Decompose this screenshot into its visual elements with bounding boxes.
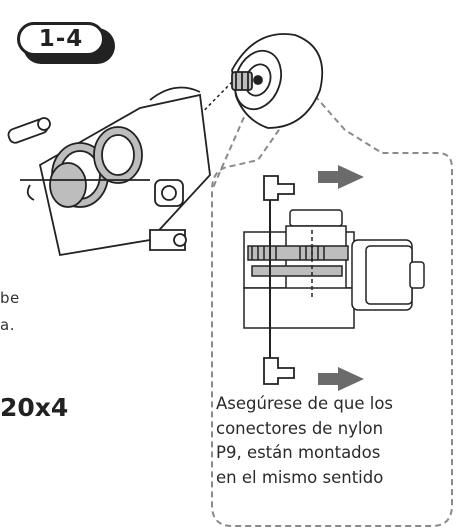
motor-icon [231, 33, 324, 129]
left-text-line-2: a. [0, 316, 15, 334]
arrow-right-icon [318, 165, 364, 391]
callout-dashed-link [211, 107, 249, 191]
note-line-2: conectores de nylon [216, 418, 384, 438]
gearbox-top-view [243, 200, 425, 362]
part-code-label: 20x4 [0, 393, 69, 422]
gearbox-icon [7, 86, 211, 257]
left-text-line-1: be [0, 289, 20, 307]
note-line-1: Asegúrese de que los [216, 394, 394, 413]
callout-dashed-outline [211, 86, 453, 527]
step-number: 1-4 [17, 22, 105, 56]
note-line-4: en el mismo sentido [216, 467, 384, 487]
note-line-3: P9, están montados [216, 443, 381, 462]
assembly-note: Asegúrese de que los conectores de nylon… [216, 392, 444, 490]
step-badge: 1-4 [17, 22, 117, 66]
nylon-connector-icon [263, 175, 295, 385]
